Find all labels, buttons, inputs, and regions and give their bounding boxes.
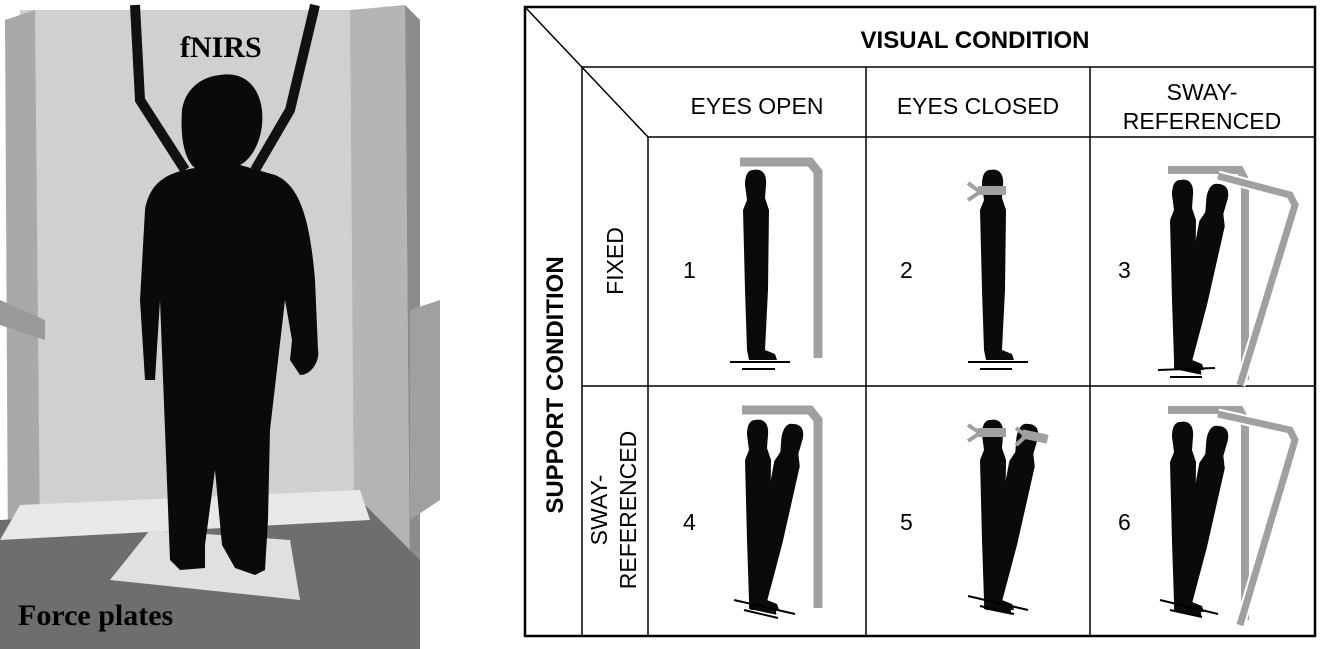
cell-5-figure [966, 419, 1051, 615]
left-frame [5, 10, 40, 560]
blindfold [978, 186, 1006, 195]
column-label-eyes-open: EYES OPEN [691, 93, 824, 119]
cell-number-1: 1 [683, 257, 696, 283]
row-label-sway-line2: REFERENCED [615, 431, 641, 589]
cell-4-figure [733, 405, 823, 619]
left-side-bar [0, 300, 45, 340]
cell-number-6: 6 [1118, 509, 1131, 535]
cell-number-2: 2 [900, 257, 913, 283]
row-label-sway-line1: SWAY- [586, 475, 612, 546]
column-label-sway-line2: REFERENCED [1123, 108, 1281, 134]
harness-strap-left [130, 4, 190, 173]
row-label-fixed: FIXED [602, 227, 628, 295]
harness-strap-right [250, 3, 320, 173]
cell-6-figure [1159, 406, 1301, 627]
person-silhouette [140, 74, 319, 576]
cell-2-figure [966, 169, 1028, 370]
force-plates-label: Force plates [18, 599, 173, 632]
cell-number-4: 4 [683, 509, 696, 535]
cell-number-5: 5 [900, 509, 913, 535]
laboratory-scene: fNIRS Force plates [0, 3, 440, 649]
row-header: SUPPORT CONDITION [542, 256, 569, 513]
column-header: VISUAL CONDITION [861, 27, 1090, 54]
cell-3-figure [1157, 166, 1301, 387]
column-label-sway-line1: SWAY- [1167, 79, 1238, 105]
cell-1-figure [730, 157, 823, 370]
right-side-bar [410, 300, 440, 520]
visual-surround [740, 157, 823, 358]
diagonal-line [524, 6, 649, 138]
right-panel [350, 5, 410, 640]
column-label-eyes-closed: EYES CLOSED [897, 93, 1059, 119]
fnirs-label: fNIRS [180, 31, 262, 64]
cell-number-3: 3 [1118, 257, 1131, 283]
